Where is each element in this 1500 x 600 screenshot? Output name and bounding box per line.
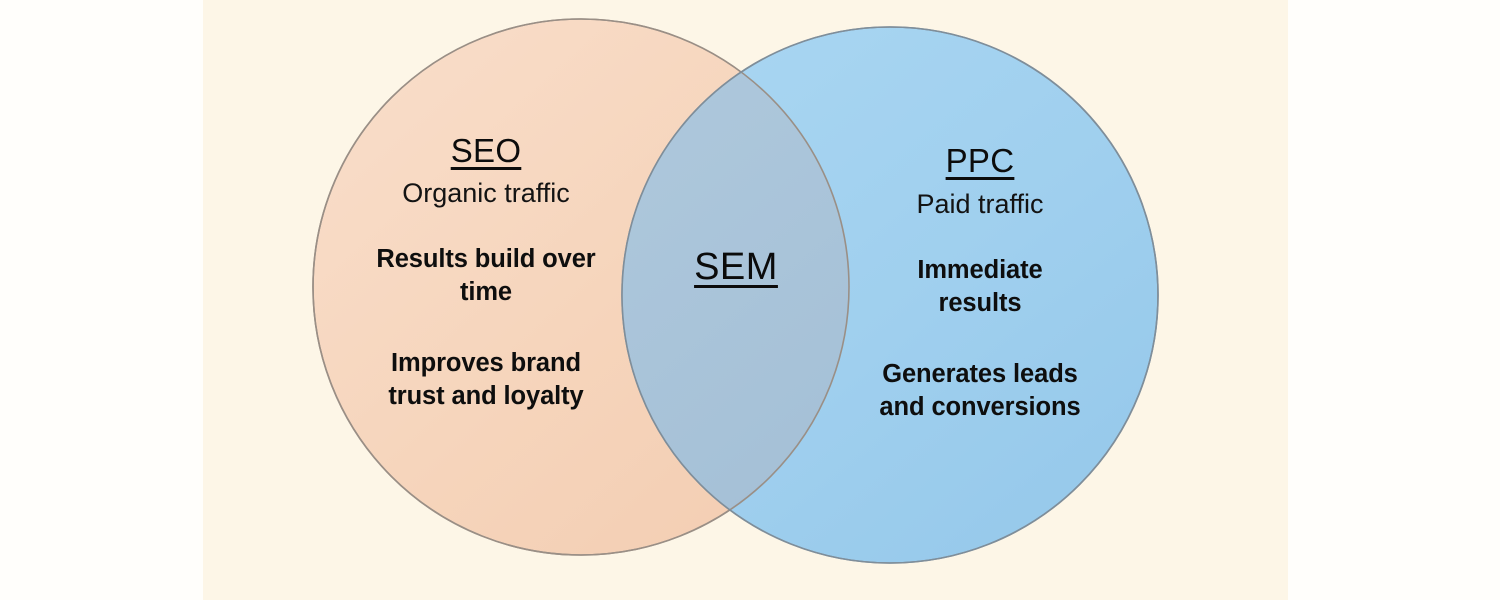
- seo-item-results-line-2: time: [459, 277, 513, 306]
- ppc-item-leads-line-1: Generates leads: [882, 360, 1078, 388]
- ppc-item-generates-leads: Generates leads and conversions: [855, 358, 1105, 423]
- ppc-item-immediate-line-2: results: [938, 288, 1022, 317]
- ppc-item-leads-line-2: and conversions: [879, 392, 1081, 421]
- ppc-item-immediate-line-1: Immediate: [917, 256, 1043, 284]
- ppc-item-paid-traffic-line-1: Paid traffic: [916, 189, 1044, 219]
- sem-label-wrapper: SEM: [636, 246, 836, 289]
- ppc-circle-outline: [621, 26, 1159, 564]
- seo-item-improves-brand-trust: Improves brand trust and loyalty: [355, 347, 617, 412]
- sem-label: SEM: [694, 246, 778, 288]
- seo-item-results-build-over-time: Results build over time: [355, 243, 617, 308]
- sem-intersection-region[interactable]: [622, 27, 1158, 563]
- seo-item-brand-line-2: trust and loyalty: [388, 381, 584, 410]
- ppc-item-paid-traffic: Paid traffic: [855, 189, 1105, 221]
- seo-heading: SEO: [450, 132, 522, 169]
- ppc-heading: PPC: [945, 142, 1015, 179]
- seo-item-organic-traffic-line-1: Organic traffic: [402, 178, 570, 208]
- seo-item-brand-line-1: Improves brand: [391, 349, 581, 377]
- seo-item-results-line-1: Results build over: [376, 245, 596, 273]
- ppc-item-immediate-results: Immediate results: [855, 254, 1105, 319]
- seo-circle-outline: [312, 18, 850, 556]
- seo-item-organic-traffic: Organic traffic: [355, 178, 617, 210]
